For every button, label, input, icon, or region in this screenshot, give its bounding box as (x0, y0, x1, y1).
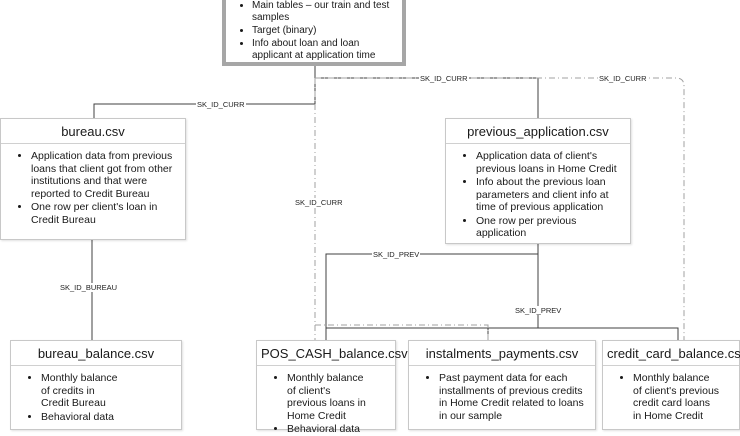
main-table-box: Main tables – our train and test samples… (222, 0, 406, 66)
installments-payments-table-box: instalments_payments.csv Past payment da… (408, 340, 596, 430)
rel-label-sk-id-prev: SK_ID_PREV (514, 306, 563, 315)
schema-diagram: SK_ID_CURR SK_ID_CURR SK_ID_CURR SK_ID_C… (0, 0, 740, 414)
credit-card-balance-bullet: Monthly balance of client's previous cre… (633, 372, 721, 422)
main-table-bullet: Info about loan and loan applicant at ap… (252, 38, 396, 62)
rel-label-sk-id-curr: SK_ID_CURR (294, 198, 344, 207)
main-table-bullet: Main tables – our train and test samples (252, 0, 396, 24)
installments-payments-bullet: Past payment data for each installments … (439, 372, 589, 422)
pos-cash-balance-bullet: Monthly balance of client's previous loa… (287, 372, 373, 422)
link-prev-to-pos-cash (325, 253, 538, 340)
link-main-to-previous-application (314, 62, 539, 118)
credit-card-balance-table-box: credit_card_balance.csv Monthly balance … (602, 340, 740, 430)
rel-label-sk-id-curr: SK_ID_CURR (419, 74, 469, 83)
previous-application-table-title: previous_application.csv (446, 119, 630, 144)
pos-cash-balance-table-box: POS_CASH_balance.csv Monthly balance of … (256, 340, 408, 435)
bureau-bullet: One row per client's loan in Credit Bure… (31, 201, 179, 226)
rel-label-sk-id-bureau: SK_ID_BUREAU (59, 283, 119, 292)
link-main-to-bureau (93, 78, 316, 118)
bureau-bullet: Application data from previous loans tha… (31, 150, 179, 200)
bureau-balance-table-box: bureau_balance.csv Monthly balance of cr… (10, 340, 182, 430)
dashed-link-main-to-credit-card (315, 77, 685, 340)
bureau-table-box: bureau.csv Application data from previou… (0, 118, 186, 240)
previous-application-bullet: Application data of client's previous lo… (476, 150, 624, 175)
link-prev-bus-children (326, 327, 679, 340)
previous-application-table-box: previous_application.csv Application dat… (445, 118, 631, 244)
previous-application-bullet: Info about the previous loan parameters … (476, 176, 624, 214)
connector-lines (91, 62, 685, 340)
rel-label-sk-id-curr: SK_ID_CURR (196, 100, 246, 109)
main-table-bullet: Target (binary) (252, 25, 396, 37)
bureau-balance-bullet: Behavioral data (41, 411, 121, 424)
bureau-balance-bullet: Monthly balance of credits in Credit Bur… (41, 372, 121, 410)
pos-cash-balance-table-title: POS_CASH_balance.csv (257, 341, 408, 366)
credit-card-balance-table-title: credit_card_balance.csv (603, 341, 740, 366)
bureau-table-title: bureau.csv (1, 119, 185, 144)
bureau-balance-table-title: bureau_balance.csv (11, 341, 181, 366)
rel-label-sk-id-prev: SK_ID_PREV (372, 250, 421, 259)
previous-application-bullet: One row per previous application (476, 215, 624, 240)
installments-payments-table-title: instalments_payments.csv (409, 341, 595, 366)
rel-label-sk-id-curr: SK_ID_CURR (598, 74, 648, 83)
pos-cash-balance-bullet: Behavioral data (287, 423, 373, 436)
